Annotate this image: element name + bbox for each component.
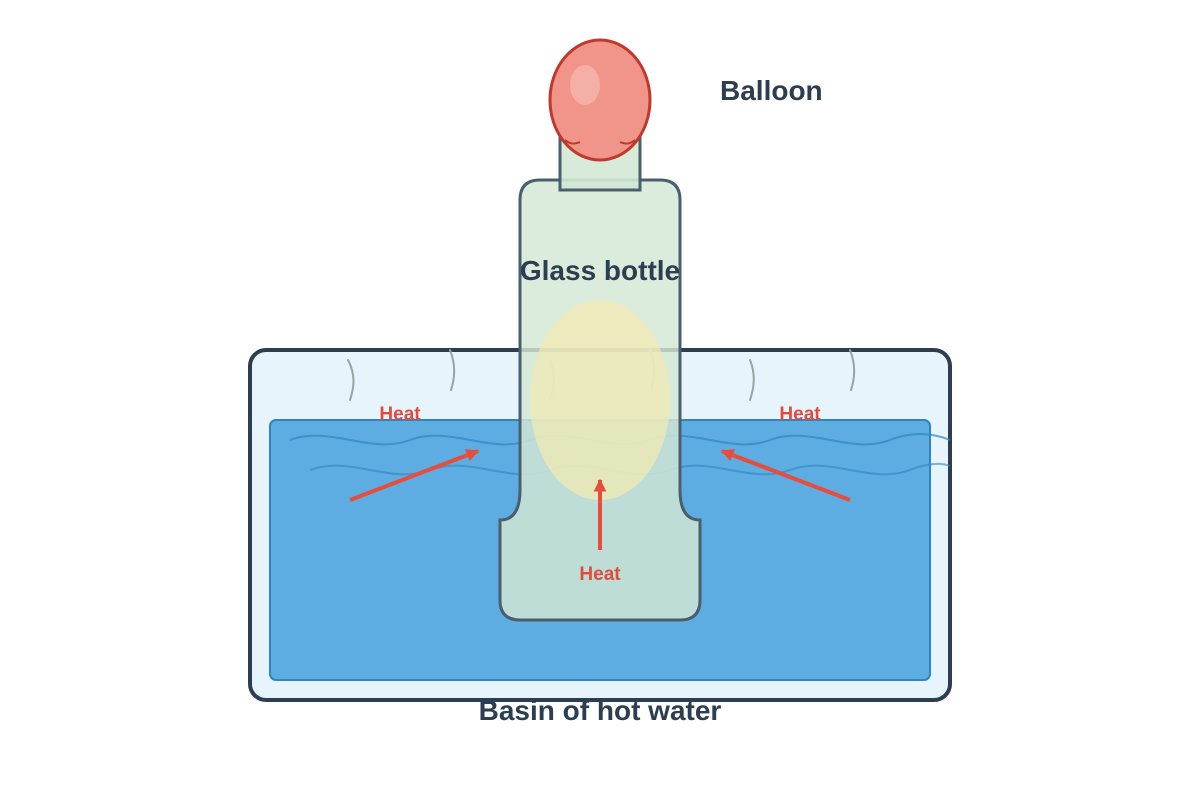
- glass-bottle: [498, 128, 702, 622]
- heat-arrows: [349, 449, 851, 550]
- warm-air: [530, 300, 670, 500]
- balloon: [548, 38, 652, 162]
- heat-label-right: Heat: [779, 404, 821, 425]
- bottle-label: Glass bottle: [520, 255, 680, 286]
- balloon-body: [548, 38, 652, 162]
- balloon-rim: [564, 139, 636, 145]
- heat-label-left: Heat: [379, 404, 421, 425]
- arrow-icon: [349, 449, 480, 502]
- arrow-icon: [720, 449, 851, 502]
- heat-label-bottom: Heat: [579, 564, 621, 585]
- basin-label: Basin of hot water: [479, 695, 722, 726]
- balloon-label: Balloon: [720, 75, 823, 106]
- balloon-highlight: [570, 65, 600, 105]
